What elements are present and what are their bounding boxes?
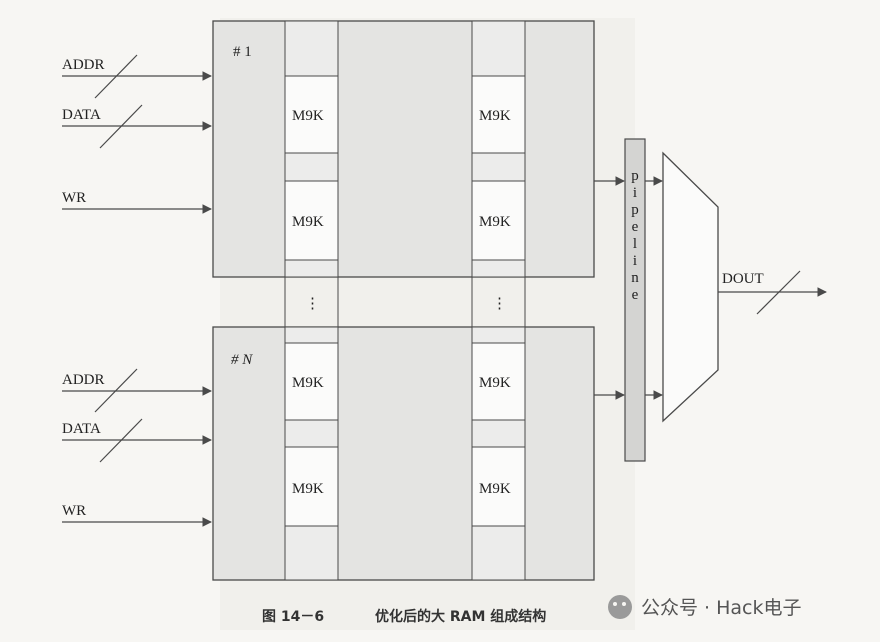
pipeline-register: pipeline	[594, 138, 646, 462]
data-input-label: DATA	[62, 421, 101, 437]
data-input-label: DATA	[62, 107, 101, 123]
m9k-label: M9K	[479, 214, 511, 230]
block-n-cell-2-1	[471, 342, 526, 421]
wr-input-label: WR	[62, 190, 86, 206]
bus-slash	[94, 368, 138, 413]
inputs-block-n: ADDR DATA WR	[62, 368, 212, 527]
block-n-cell-1-2	[284, 446, 339, 527]
ellipsis-vertical: ⋮	[305, 296, 320, 312]
bus-slash	[94, 54, 138, 99]
pipeline-bar	[624, 138, 646, 462]
bus-slash	[756, 270, 801, 315]
bus-slash	[99, 104, 143, 149]
addr-input-label: ADDR	[62, 372, 105, 388]
addr-input-label: ADDR	[62, 57, 105, 73]
m9k-label: M9K	[479, 108, 511, 124]
wr-input-label: WR	[62, 503, 86, 519]
block-1-frame	[212, 20, 595, 278]
ram-block-n: # N M9K M9K M9K M9K	[212, 326, 595, 581]
block-1-cell-2-1	[471, 75, 526, 154]
inputs-block-1: ADDR DATA WR	[62, 54, 212, 214]
wechat-icon	[608, 595, 632, 619]
block-1-cell-2-2	[471, 180, 526, 261]
figure-number: 图 14－6	[262, 609, 324, 625]
block-n-cell-1-1	[284, 342, 339, 421]
ram-block-1: # 1 M9K M9K M9K M9K	[212, 20, 595, 278]
block-1-label: # 1	[233, 44, 252, 60]
watermark-text: 公众号 · Hack电子	[641, 597, 802, 619]
block-continuation: ⋮ ⋮	[284, 277, 526, 327]
bus-slash	[99, 418, 143, 463]
block-n-cell-2-2	[471, 446, 526, 527]
watermark: 公众号 · Hack电子	[608, 595, 802, 619]
m9k-label: M9K	[292, 214, 324, 230]
mux-trapezoid	[662, 151, 719, 423]
block-n-label: # N	[231, 352, 253, 368]
dout-label: DOUT	[722, 271, 764, 287]
pipeline-label: pipeline	[627, 168, 643, 304]
m9k-label: M9K	[292, 108, 324, 124]
block-n-frame	[212, 326, 595, 581]
ellipsis-vertical: ⋮	[492, 296, 507, 312]
m9k-label: M9K	[292, 481, 324, 497]
output-mux: DOUT	[645, 151, 827, 423]
block-1-cell-1-1	[284, 75, 339, 154]
m9k-label: M9K	[479, 375, 511, 391]
m9k-label: M9K	[479, 481, 511, 497]
m9k-label: M9K	[292, 375, 324, 391]
block-1-cell-1-2	[284, 180, 339, 261]
figure-title: 优化后的大 RAM 组成结构	[375, 608, 546, 625]
